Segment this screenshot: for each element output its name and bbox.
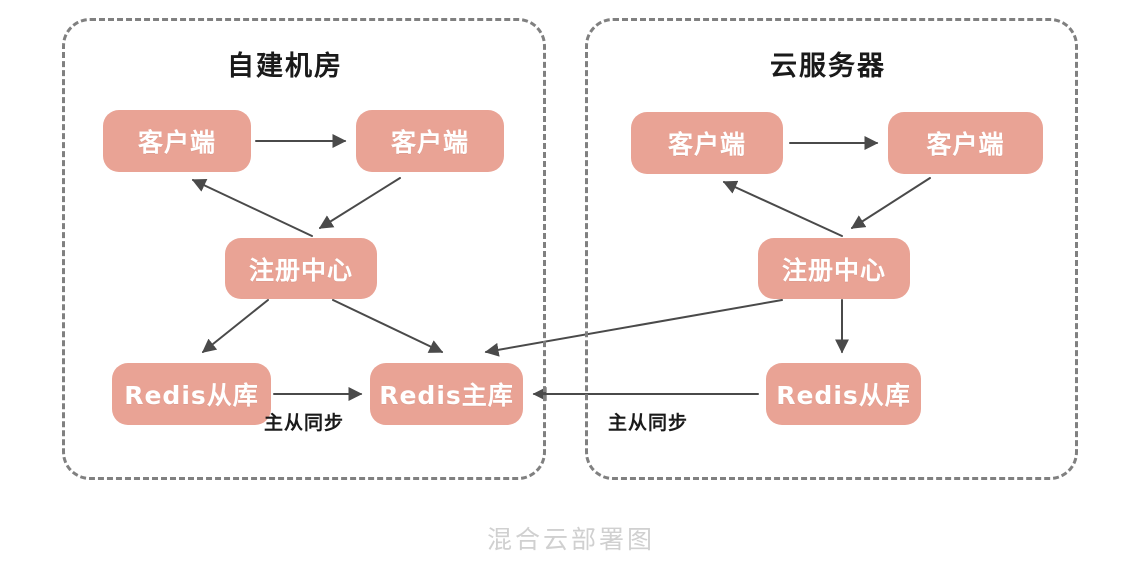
onprem-sync-label: 主从同步 (264, 412, 345, 434)
node-onprem-client-1[interactable]: 客户端 (103, 110, 251, 172)
node-onprem-client-2[interactable]: 客户端 (356, 110, 504, 172)
node-onprem-registry[interactable]: 注册中心 (225, 238, 377, 299)
node-cloud-registry[interactable]: 注册中心 (758, 238, 910, 299)
node-cloud-redis-slave[interactable]: Redis从库 (766, 363, 921, 425)
node-cloud-client-1[interactable]: 客户端 (631, 112, 783, 174)
zone-title-cloud: 云服务器 (770, 51, 886, 82)
cloud-sync-label: 主从同步 (608, 412, 689, 434)
zone-title-on-premise: 自建机房 (227, 51, 343, 82)
zone-on-premise (62, 18, 546, 480)
node-onprem-redis-master[interactable]: Redis主库 (370, 363, 523, 425)
zone-cloud (585, 18, 1078, 480)
node-cloud-client-2[interactable]: 客户端 (888, 112, 1043, 174)
diagram-caption: 混合云部署图 (486, 525, 655, 554)
node-onprem-redis-slave[interactable]: Redis从库 (112, 363, 271, 425)
